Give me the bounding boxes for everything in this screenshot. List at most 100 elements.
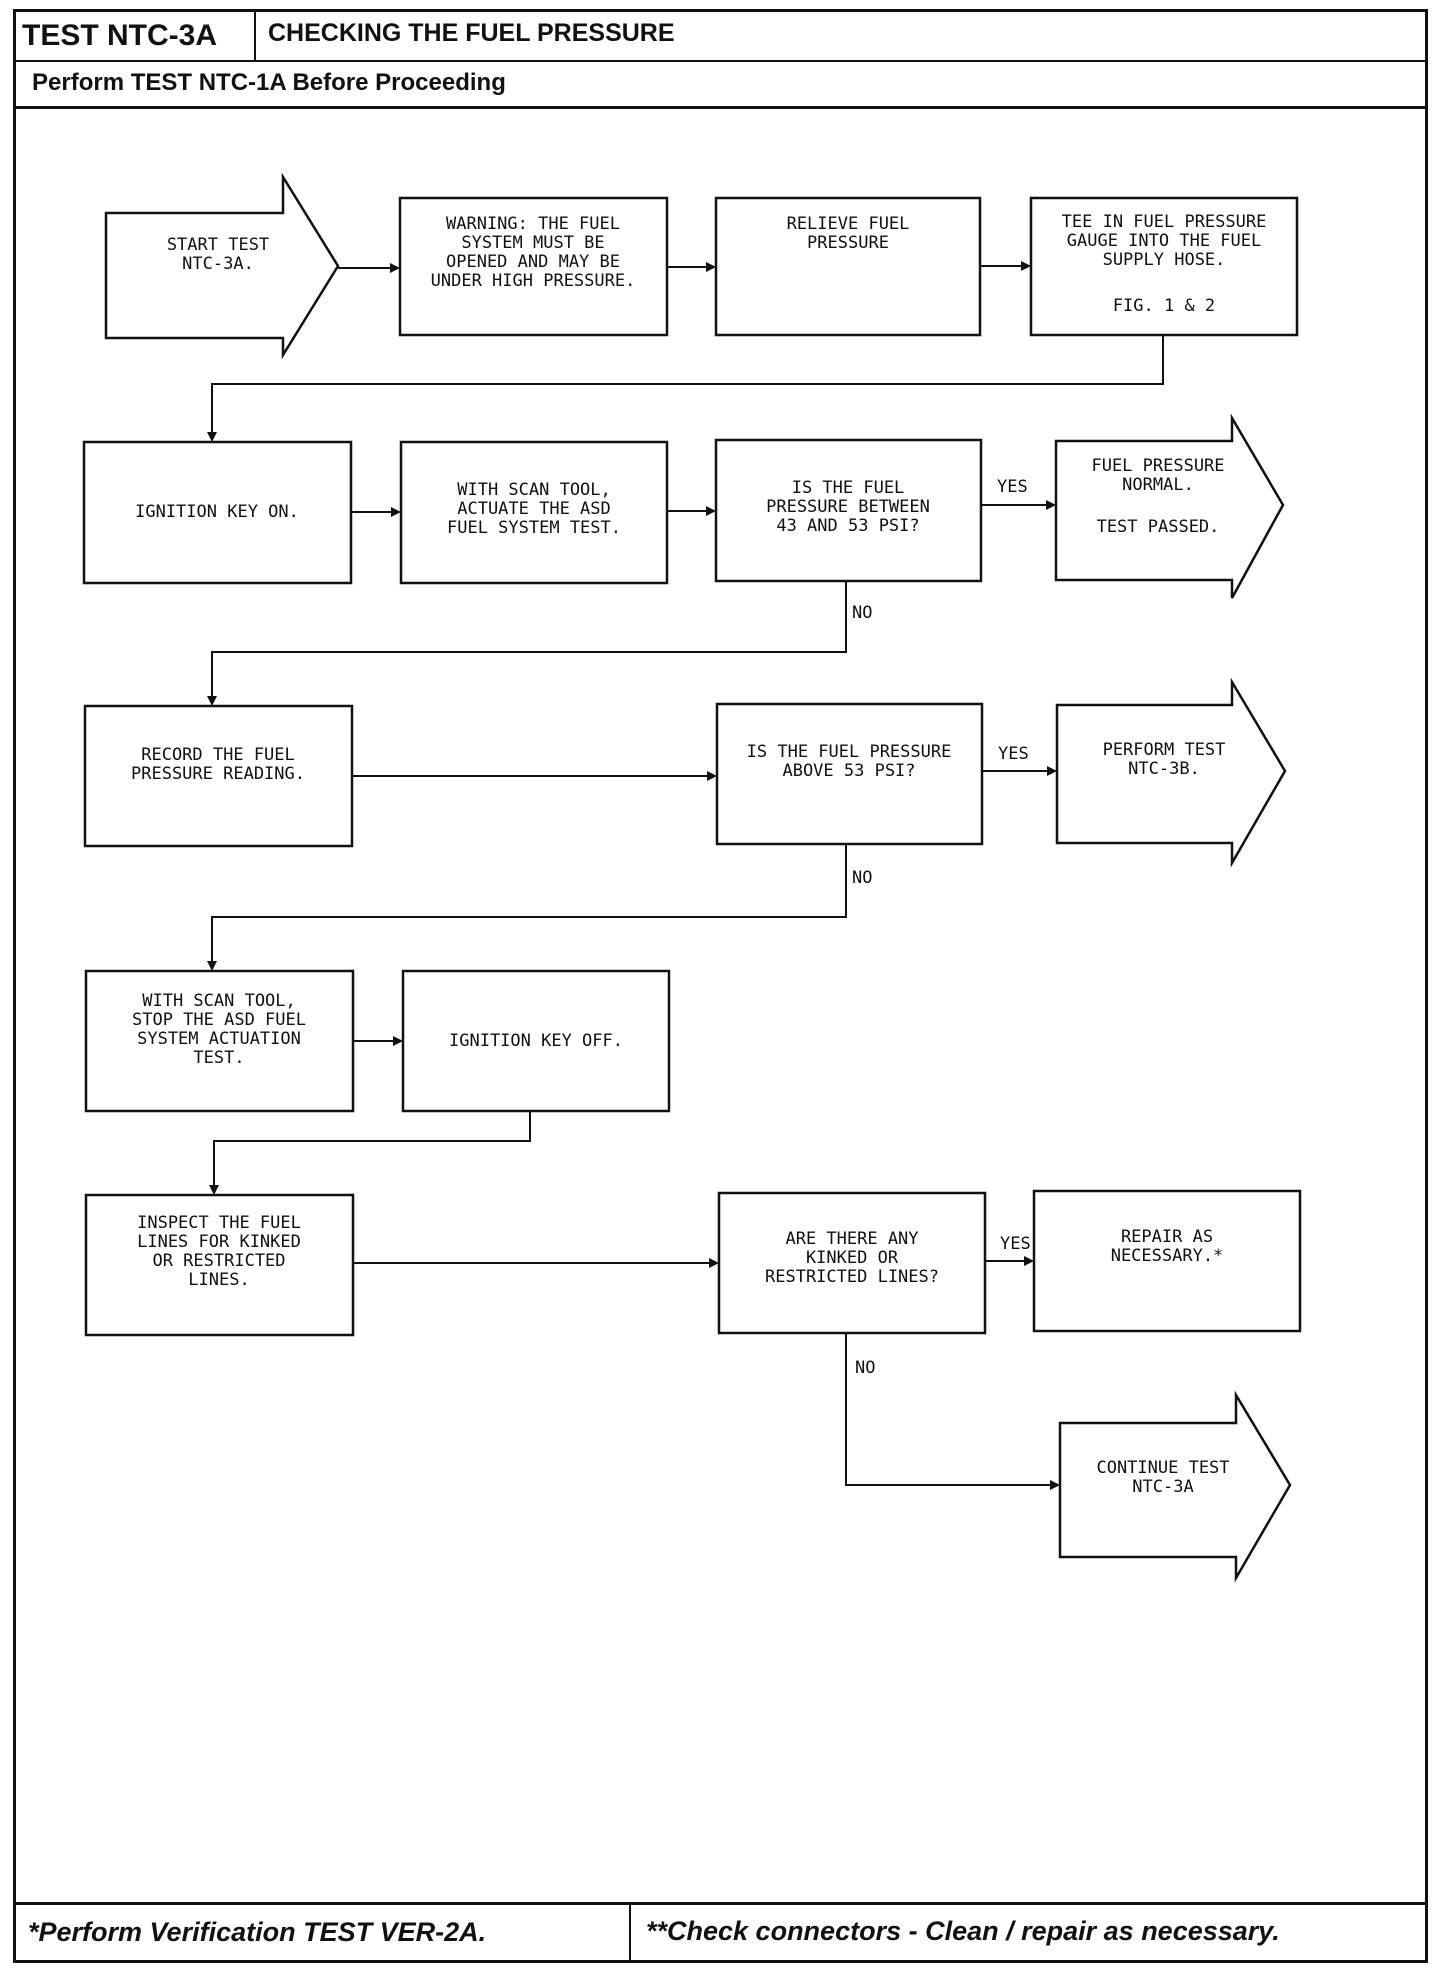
text-line: ARE THERE ANY	[785, 1229, 918, 1249]
arrowhead	[706, 506, 716, 516]
text-line: ACTUATE THE ASD	[457, 499, 611, 519]
text-line: NORMAL.	[1122, 475, 1194, 495]
text-line: WITH SCAN TOOL,	[142, 991, 296, 1011]
text-line: SUPPLY HOSE.	[1103, 250, 1226, 270]
test-passed-arrow-shape	[1054, 413, 1285, 599]
continue-test-arrow-shape	[1058, 1390, 1292, 1583]
no-connector	[211, 844, 847, 967]
text-line: TEST.	[193, 1048, 244, 1068]
text-line: RECORD THE FUEL	[141, 745, 295, 765]
ignition-on-text: IGNITION KEY ON.	[135, 502, 299, 522]
text-line: IGNITION KEY ON.	[135, 502, 299, 522]
test-id: TEST NTC-3A	[16, 12, 256, 60]
footer: *Perform Verification TEST VER-2A. **Che…	[16, 1902, 1425, 1960]
text-line: IS THE FUEL PRESSURE	[747, 742, 952, 762]
text-line: NTC-3A.	[182, 254, 254, 274]
text-line: PRESSURE	[807, 233, 889, 253]
no-connector	[211, 581, 847, 702]
inspect-lines-box	[84, 1193, 355, 1337]
arrowhead	[707, 771, 717, 781]
text-line: LINES FOR KINKED	[137, 1232, 301, 1252]
arrowhead	[1024, 1256, 1034, 1266]
text-line: STOP THE ASD FUEL	[132, 1010, 306, 1030]
ignition-off-box	[401, 969, 671, 1113]
text-line: SYSTEM MUST BE	[461, 233, 604, 253]
arrowhead	[1050, 1480, 1060, 1490]
record-reading-box	[83, 704, 354, 848]
no-label-1: NO	[852, 603, 872, 623]
decision-kinked-box	[717, 1191, 987, 1335]
header: TEST NTC-3A CHECKING THE FUEL PRESSURE	[16, 12, 1425, 62]
text-line: RELIEVE FUEL	[787, 214, 910, 234]
tee-fig-text: FIG. 1 & 2	[1113, 296, 1215, 316]
text-line: WITH SCAN TOOL,	[457, 480, 611, 500]
connector	[211, 335, 1164, 438]
arrowhead	[1046, 500, 1056, 510]
text-line: GAUGE INTO THE FUEL	[1067, 231, 1261, 251]
yes-label-3: YES	[1000, 1234, 1031, 1254]
text-line: OR RESTRICTED	[152, 1251, 285, 1271]
perform-ntc3b-arrow-shape	[1055, 677, 1287, 868]
text-line: WARNING: THE FUEL	[446, 214, 620, 234]
test-title: CHECKING THE FUEL PRESSURE	[268, 19, 675, 47]
arrowhead	[393, 1036, 403, 1046]
arrowhead	[1047, 766, 1057, 776]
text-line: ABOVE 53 PSI?	[782, 761, 915, 781]
actuate-box	[399, 440, 669, 585]
decision-pressure-range-box	[714, 438, 983, 583]
arrowhead	[207, 961, 217, 971]
connector-lines	[211, 265, 1164, 1486]
no-label-2: NO	[852, 868, 872, 888]
text-line: IS THE FUEL	[792, 478, 905, 498]
warning-box	[398, 196, 669, 337]
text-line: FUEL SYSTEM TEST.	[447, 518, 621, 538]
arrowheads	[207, 261, 1060, 1490]
ignition-on-box	[82, 440, 353, 585]
text-line: PRESSURE BETWEEN	[766, 497, 930, 517]
connector	[213, 1111, 531, 1191]
text-line: NTC-3B.	[1128, 759, 1200, 779]
text-line: PRESSURE READING.	[131, 764, 305, 784]
text-line: SYSTEM ACTUATION	[137, 1029, 301, 1049]
text-line: TEE IN FUEL PRESSURE	[1062, 212, 1267, 232]
text-line: KINKED OR	[806, 1248, 899, 1268]
text-line: 43 AND 53 PSI?	[776, 516, 919, 536]
arrowhead	[390, 263, 400, 273]
text-line: LINES.	[188, 1270, 249, 1290]
arrowhead	[709, 1258, 719, 1268]
arrowhead	[207, 696, 217, 706]
arrowhead	[207, 432, 217, 442]
arrowhead	[209, 1185, 219, 1195]
test-passed-text-2: TEST PASSED.	[1097, 517, 1220, 537]
relieve-pressure-box	[714, 196, 982, 337]
text-line: UNDER HIGH PRESSURE.	[431, 271, 636, 291]
prerequisite-note: Perform TEST NTC-1A Before Proceeding	[32, 69, 506, 96]
prerequisite-bar: Perform TEST NTC-1A Before Proceeding	[16, 60, 1425, 109]
start-arrow-shape	[104, 172, 340, 360]
arrowhead	[706, 262, 716, 272]
yes-label-1: YES	[997, 477, 1028, 497]
text-line: NTC-3A	[1132, 1477, 1193, 1497]
stop-actuation-box	[84, 969, 355, 1113]
arrowhead	[391, 507, 401, 517]
text-line: CONTINUE TEST	[1096, 1458, 1229, 1478]
text-line: PERFORM TEST	[1103, 740, 1226, 760]
ignition-off-text: IGNITION KEY OFF.	[449, 1031, 623, 1051]
text-line: REPAIR AS	[1121, 1227, 1213, 1247]
footer-connector-note: **Check connectors - Clean / repair as n…	[646, 1916, 1280, 1946]
text-line: OPENED AND MAY BE	[446, 252, 620, 272]
decision-above-53-box	[715, 702, 984, 846]
